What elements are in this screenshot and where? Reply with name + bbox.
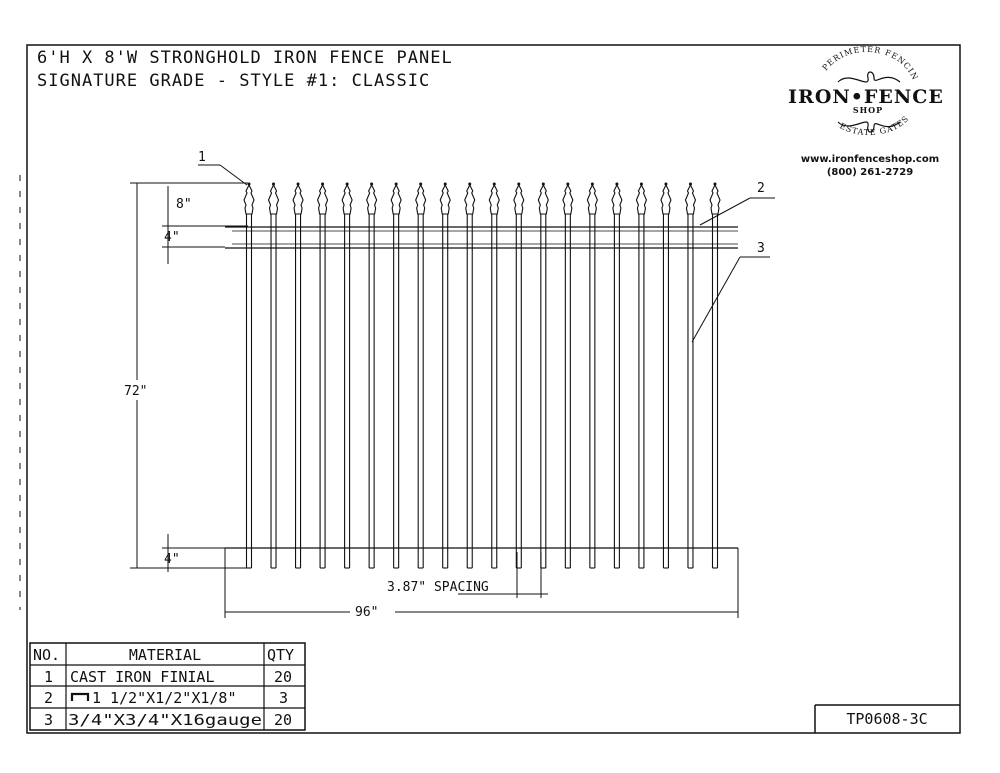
height-dimension: 72" <box>124 182 248 569</box>
drawing-number: TP0608-3C <box>846 710 927 728</box>
finial-icon <box>660 183 672 215</box>
picket <box>513 182 525 569</box>
title-line-1: 6'H X 8'W STRONGHOLD IRON FENCE PANEL <box>37 48 453 68</box>
drawing-number-box: TP0608-3C <box>814 704 960 733</box>
logo-sub: SHOP <box>853 105 883 115</box>
finial-dimension: 8" <box>162 186 248 227</box>
picket <box>537 182 549 569</box>
finial-icon <box>267 183 280 215</box>
sheet-border <box>26 44 961 734</box>
width-label: 96" <box>355 605 378 620</box>
picket <box>316 182 329 569</box>
height-label: 72" <box>124 384 147 399</box>
finial-icon <box>611 183 623 215</box>
finial-height-label: 8" <box>176 197 192 212</box>
table-row-2-material: 1 1/2"X1/2"X1/8" <box>92 689 237 707</box>
material-table: NO. MATERIAL QTY 1 CAST IRON FINIAL 20 2… <box>29 642 306 731</box>
table-row-1-qty: 20 <box>274 668 292 686</box>
logo-phone: (800) 261-2729 <box>827 167 913 178</box>
finial-icon <box>635 183 648 215</box>
finial-icon <box>709 183 721 215</box>
logo-website: www.ironfenceshop.com <box>801 154 939 165</box>
finial-icon <box>415 183 427 215</box>
table-row-1-material: CAST IRON FINIAL <box>70 668 215 686</box>
finial-icon <box>684 183 697 215</box>
finial-icon <box>341 183 353 215</box>
finial-icon <box>513 183 525 215</box>
logo-flourish-top <box>837 71 901 83</box>
spacing-dimension: 3.87" SPACING <box>387 552 548 598</box>
svg-text:1: 1 <box>198 150 206 165</box>
logo-arc-top-text: PERIMETER FENCING <box>0 0 920 82</box>
picket <box>586 182 598 569</box>
callout-2: 2 <box>699 181 775 226</box>
table-header-qty: QTY <box>267 646 294 664</box>
bottom-rail-dimension: 4" <box>162 534 225 572</box>
table-row-2-no: 2 <box>44 689 53 707</box>
picket <box>660 182 672 569</box>
top-rail-dimension: 4" <box>162 226 225 264</box>
table-row-2-qty: 3 <box>279 689 288 707</box>
spacing-label: 3.87" SPACING <box>387 580 489 595</box>
logo-flourish-bottom <box>837 121 901 133</box>
picket <box>341 182 353 569</box>
finial-icon <box>243 183 255 215</box>
finial-icon <box>562 183 574 215</box>
svg-text:2: 2 <box>757 181 765 196</box>
table-row-3-qty: 20 <box>274 711 292 729</box>
bottom-rail-label: 4" <box>164 552 180 567</box>
channel-icon <box>70 692 90 701</box>
svg-text:3: 3 <box>757 241 765 256</box>
finial-icon <box>316 183 329 215</box>
finial-icon <box>390 183 402 215</box>
top-rail-label: 4" <box>164 230 180 245</box>
table-row-3-material: 3/4"X3/4"X16gauge <box>68 711 262 729</box>
fence-panel <box>243 182 721 569</box>
width-dimension: 96" <box>224 548 739 620</box>
picket <box>635 182 648 569</box>
table-row-3-no: 3 <box>44 711 53 729</box>
finial-icon <box>537 183 549 215</box>
finial-icon <box>586 183 598 215</box>
picket <box>366 182 378 569</box>
finial-icon <box>488 183 500 215</box>
picket <box>415 182 427 569</box>
picket <box>267 182 280 569</box>
rails <box>225 226 738 549</box>
picket <box>390 182 402 569</box>
table-header-no: NO. <box>33 646 60 664</box>
picket <box>684 182 697 569</box>
picket <box>243 182 255 569</box>
picket <box>292 182 304 569</box>
picket <box>709 182 721 569</box>
finial-icon <box>292 183 304 215</box>
table-header-material: MATERIAL <box>129 646 201 664</box>
callout-3: 3 <box>691 241 770 343</box>
finial-icon <box>464 183 476 215</box>
picket <box>488 182 500 569</box>
picket <box>611 182 623 569</box>
callout-1: 1 <box>198 150 248 186</box>
table-row-1-no: 1 <box>44 668 53 686</box>
logo-name: IRON•FENCE <box>788 86 944 108</box>
finial-icon <box>366 183 378 215</box>
picket <box>562 182 574 569</box>
picket <box>439 182 451 569</box>
title-line-2: SIGNATURE GRADE - STYLE #1: CLASSIC <box>37 71 430 91</box>
finial-icon <box>439 183 451 215</box>
picket <box>464 182 476 569</box>
